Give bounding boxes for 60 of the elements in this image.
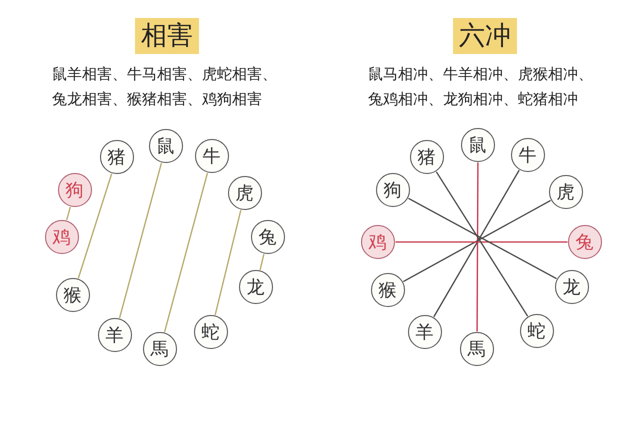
connector-line [78, 173, 112, 279]
zodiac-circle [410, 140, 444, 174]
zodiac-character: 牛 [518, 144, 536, 166]
zodiac-circle [194, 314, 228, 348]
connector-line [164, 172, 208, 332]
zodiac-circle [460, 332, 494, 366]
zodiac-circle [238, 270, 272, 304]
connector-line [396, 241, 568, 243]
zodiac-circle [142, 332, 176, 366]
zodiac-character: 龙 [562, 276, 580, 298]
zodiac-circle [548, 174, 582, 208]
zodiac-character: 兔 [258, 226, 276, 248]
heading: 六冲 [453, 18, 517, 54]
zodiac-circle [58, 172, 92, 206]
zodiac-character: 虎 [236, 182, 254, 204]
zodiac-circle [228, 176, 262, 210]
zodiac-circle [44, 220, 78, 254]
zodiac-character: 鼠 [156, 134, 174, 158]
zodiac-circle [520, 314, 554, 348]
zodiac-circle [98, 318, 132, 352]
zodiac-circle [148, 128, 182, 162]
connector-line [66, 206, 71, 220]
zodiac-character: 猪 [108, 146, 126, 168]
zodiac-character: 蛇 [528, 320, 546, 342]
zodiac-character: 鸡 [52, 226, 70, 248]
zodiac-character: 猪 [418, 146, 436, 168]
zodiac-circle [56, 278, 90, 312]
description-text: 鼠羊相害、牛马相害、虎蛇相害、兔龙相害、猴猪相害、鸡狗相害 [52, 64, 278, 110]
heading: 相害 [135, 18, 199, 54]
connector-line [259, 254, 265, 270]
description-text: 鼠马相冲、牛羊相冲、虎猴相冲、兔鸡相冲、龙狗相冲、蛇猪相冲 [368, 64, 594, 110]
zodiac-character: 羊 [106, 324, 124, 346]
zodiac-character: 蛇 [202, 320, 220, 344]
zodiac-circle [376, 172, 410, 206]
zodiac-circle [370, 272, 404, 306]
zodiac-character: 兔 [576, 230, 594, 254]
zodiac-character: 猴 [64, 284, 82, 306]
zodiac-character: 馬 [468, 338, 486, 360]
zodiac-character: 龙 [246, 276, 264, 298]
zodiac-circle [460, 128, 494, 162]
zodiac-circle [408, 314, 442, 348]
zodiac-character: 猴 [378, 278, 396, 302]
zodiac-character: 羊 [416, 320, 434, 344]
zodiac-character: 鸡 [368, 230, 386, 254]
zodiac-character: 虎 [556, 180, 574, 204]
zodiac-circle [510, 138, 544, 172]
connector-line [214, 210, 242, 316]
zodiac-circle [194, 138, 228, 172]
zodiac-character: 牛 [202, 144, 220, 168]
connector-line [118, 162, 162, 318]
zodiac-character: 馬 [150, 338, 168, 360]
connector-line [476, 162, 479, 332]
zodiac-character: 狗 [66, 178, 84, 202]
zodiac-character: 鼠 [468, 134, 486, 156]
zodiac-character: 狗 [384, 178, 402, 202]
zodiac-circle [360, 224, 394, 258]
zodiac-circle [554, 270, 588, 304]
zodiac-circle [100, 140, 134, 174]
zodiac-circle [568, 224, 602, 258]
zodiac-circle [250, 220, 284, 254]
